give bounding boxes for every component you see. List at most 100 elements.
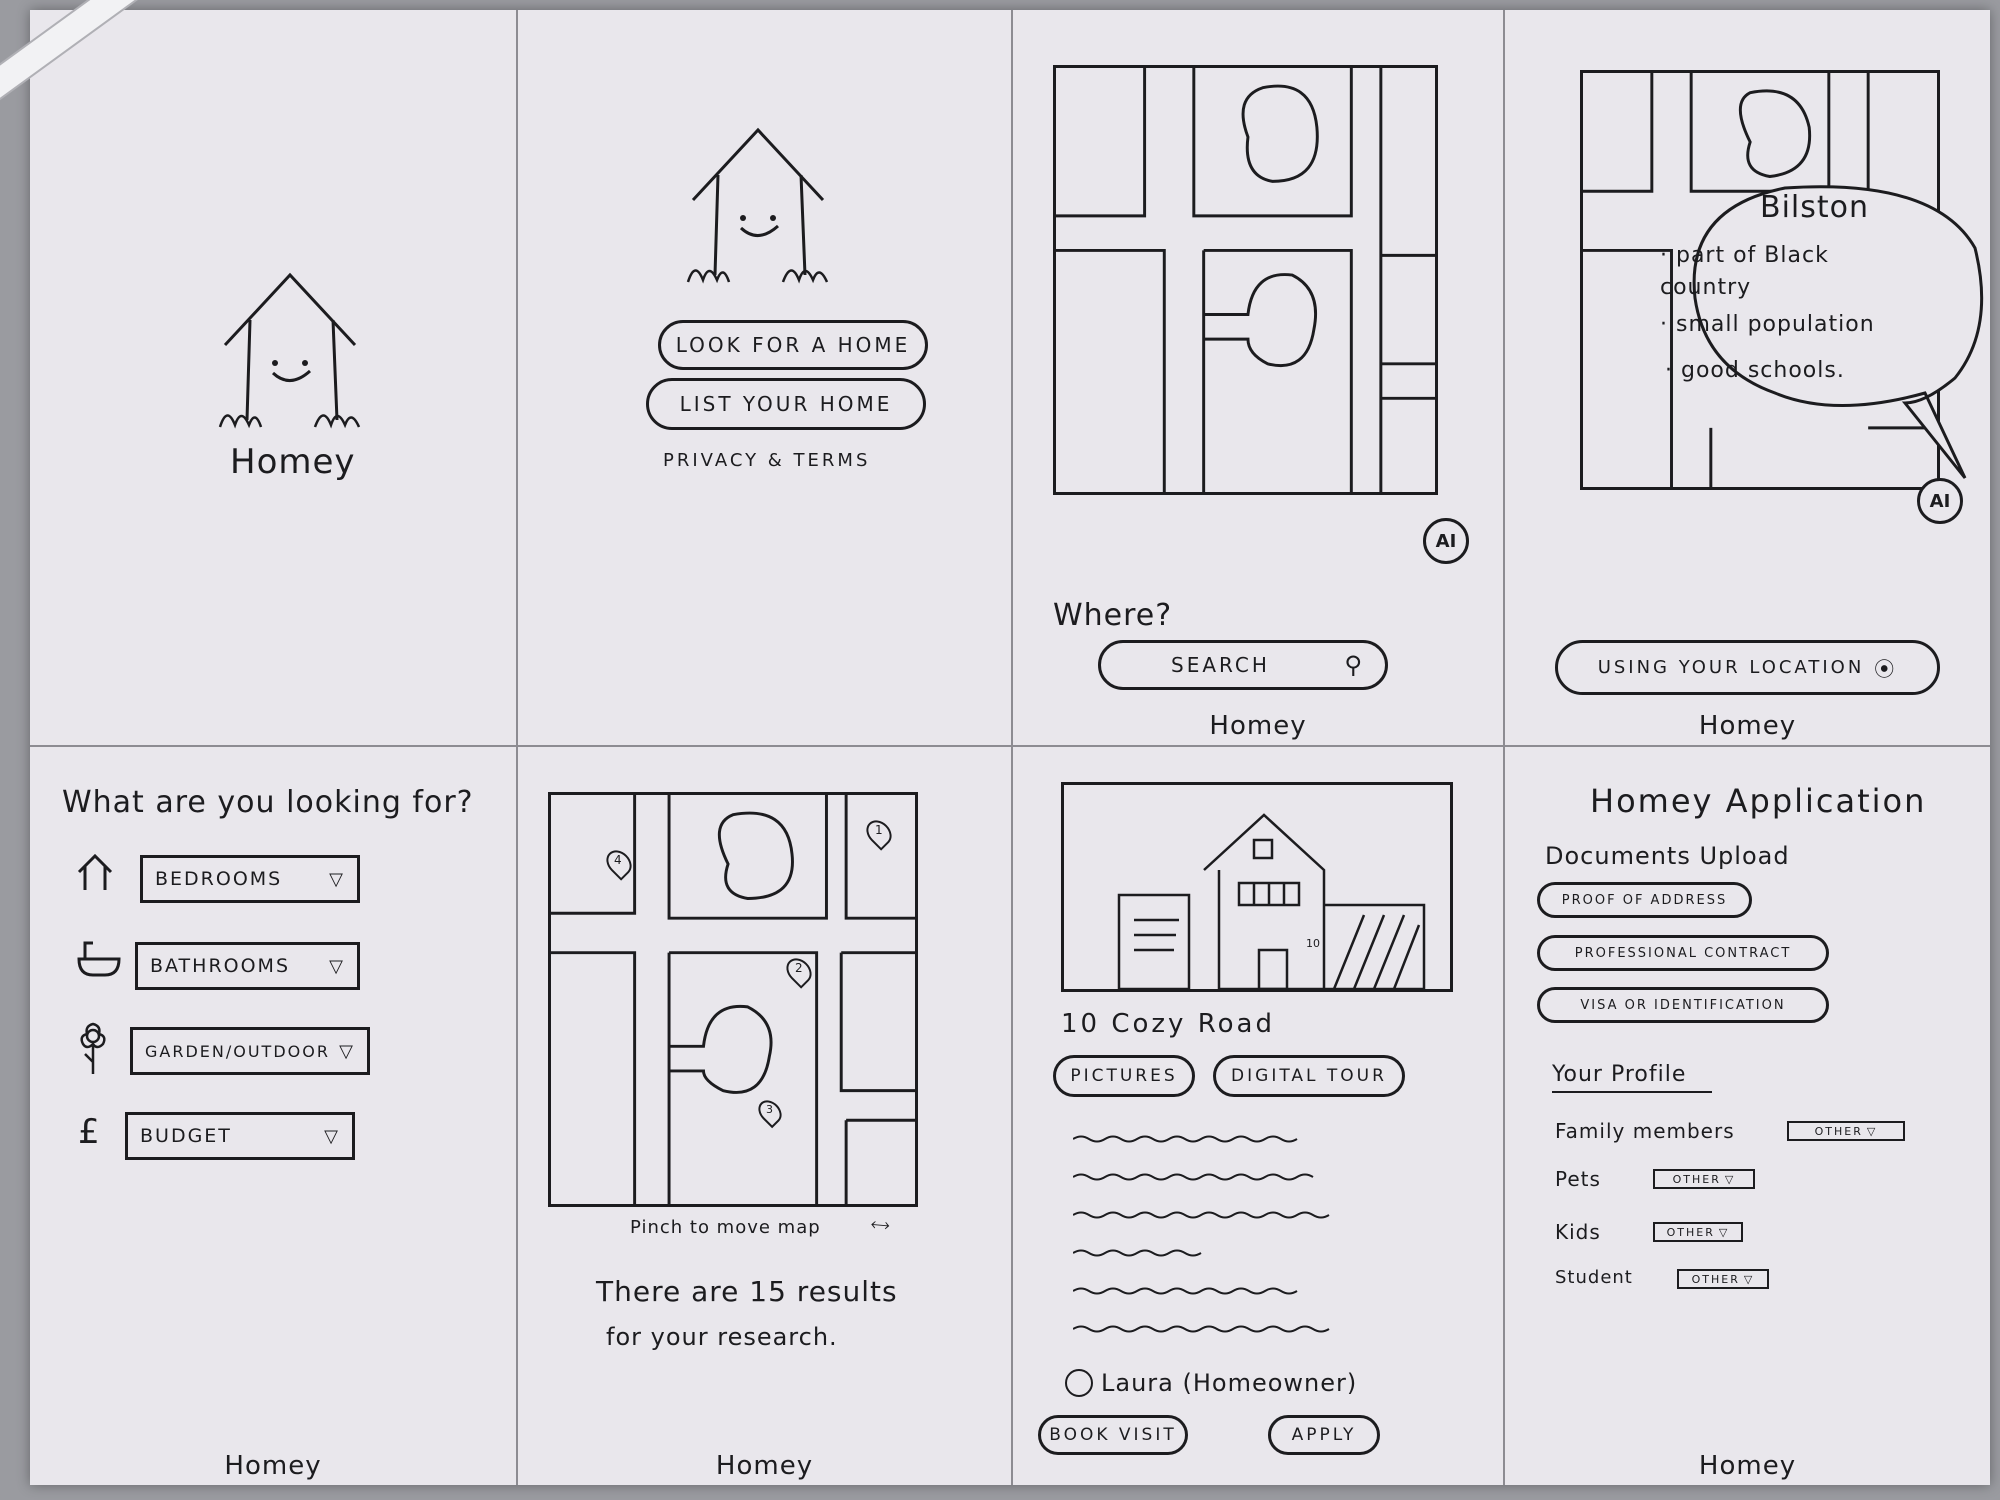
panel-footer-brand: Homey bbox=[1698, 711, 1797, 741]
panel-splash: Homey bbox=[30, 10, 518, 747]
profile-field-label: Kids bbox=[1555, 1220, 1601, 1244]
map-pin-label: 3 bbox=[766, 1103, 773, 1116]
results-count-line-2: for your research. bbox=[606, 1323, 838, 1351]
budget-dropdown[interactable]: BUDGET ▽ bbox=[125, 1112, 355, 1160]
house-illustration-icon bbox=[1117, 813, 1426, 991]
pinch-hint: Pinch to move map bbox=[630, 1217, 821, 1238]
ai-assistant-button[interactable]: AI bbox=[1917, 478, 1963, 524]
profile-field-label: Family members bbox=[1555, 1119, 1735, 1143]
bubble-point-2: · small population bbox=[1660, 312, 1875, 337]
digital-tour-button[interactable]: DIGITAL TOUR bbox=[1213, 1055, 1405, 1097]
description-text-placeholder bbox=[1073, 1211, 1330, 1219]
student-dropdown[interactable]: OTHER▽ bbox=[1677, 1269, 1769, 1289]
dropdown-label: BUDGET bbox=[140, 1125, 232, 1147]
panel-results-map: 4 1 2 3 Pinch to move map ⤡ There are 15… bbox=[518, 747, 1013, 1485]
pets-dropdown[interactable]: OTHER▽ bbox=[1653, 1169, 1755, 1189]
user-avatar-icon bbox=[1065, 1369, 1093, 1397]
kids-dropdown[interactable]: OTHER▽ bbox=[1653, 1222, 1743, 1242]
application-title: Homey Application bbox=[1590, 782, 1927, 820]
apply-button[interactable]: APPLY bbox=[1268, 1415, 1380, 1455]
search-input[interactable]: SEARCH ⚲ bbox=[1098, 640, 1388, 690]
dropdown-label: GARDEN/OUTDOOR bbox=[145, 1041, 330, 1061]
search-map[interactable] bbox=[1053, 65, 1438, 495]
marker-pen-icon bbox=[0, 0, 173, 105]
panel-footer-brand: Homey bbox=[224, 1451, 322, 1481]
bubble-title: Bilston bbox=[1760, 190, 1870, 225]
homey-logo-icon bbox=[218, 272, 361, 429]
dropdown-arrow-icon: ▽ bbox=[1724, 1172, 1736, 1186]
profile-heading: Your Profile bbox=[1552, 1062, 1712, 1093]
description-text-placeholder bbox=[1073, 1173, 1314, 1181]
privacy-terms-link[interactable]: PRIVACY & TERMS bbox=[663, 450, 871, 471]
ai-speech-bubble bbox=[1692, 185, 1984, 479]
panel-search-map: AI Where? SEARCH ⚲ Homey bbox=[1013, 10, 1505, 747]
dropdown-arrow-icon: ▽ bbox=[1718, 1225, 1730, 1239]
profile-field-label: Pets bbox=[1555, 1167, 1601, 1191]
pound-icon: £ bbox=[78, 1112, 100, 1152]
pictures-button[interactable]: PICTURES bbox=[1053, 1055, 1195, 1097]
look-for-home-button[interactable]: LOOK FOR A HOME bbox=[658, 320, 928, 370]
where-label: Where? bbox=[1053, 598, 1173, 633]
splash-brand: Homey bbox=[230, 442, 356, 482]
homey-logo-icon bbox=[686, 127, 829, 284]
dropdown-value: OTHER bbox=[1814, 1124, 1863, 1138]
family-members-dropdown[interactable]: OTHER▽ bbox=[1787, 1121, 1905, 1141]
upload-visa-identification-button[interactable]: VISA OR IDENTIFICATION bbox=[1537, 987, 1829, 1023]
bubble-point-1: · part of Black country bbox=[1660, 243, 1829, 300]
bedrooms-dropdown[interactable]: BEDROOMS ▽ bbox=[140, 855, 360, 903]
dropdown-arrow-icon: ▽ bbox=[1743, 1272, 1755, 1286]
search-icon: ⚲ bbox=[1344, 651, 1365, 679]
dropdown-value: OTHER bbox=[1672, 1172, 1721, 1186]
upload-professional-contract-button[interactable]: PROFESSIONAL CONTRACT bbox=[1537, 935, 1829, 971]
panel-listing: 10 10 Cozy Road PICTURES DIGITAL TOUR La… bbox=[1013, 747, 1505, 1485]
description-text-placeholder bbox=[1073, 1287, 1298, 1295]
dropdown-label: BEDROOMS bbox=[155, 868, 283, 890]
dropdown-arrow-icon: ▽ bbox=[329, 868, 345, 890]
map-pin-label: 2 bbox=[795, 961, 803, 975]
dropdown-arrow-icon: ▽ bbox=[329, 955, 345, 977]
description-text-placeholder bbox=[1073, 1249, 1202, 1257]
bubble-point-3: · good schools. bbox=[1665, 358, 1845, 383]
panel-location-map: Bilston · part of Black country · small … bbox=[1505, 10, 1990, 747]
panel-welcome: LOOK FOR A HOME LIST YOUR HOME PRIVACY &… bbox=[518, 10, 1013, 747]
dropdown-value: OTHER bbox=[1666, 1225, 1715, 1239]
profile-field-label: Student bbox=[1555, 1267, 1633, 1288]
using-location-button[interactable]: USING YOUR LOCATION ⦿ bbox=[1555, 640, 1940, 695]
dropdown-arrow-icon: ▽ bbox=[324, 1125, 340, 1147]
panel-footer-brand: Homey bbox=[1209, 711, 1307, 741]
dropdown-arrow-icon: ▽ bbox=[1866, 1124, 1878, 1138]
panel-footer-brand: Homey bbox=[1698, 1451, 1797, 1481]
listing-address: 10 Cozy Road bbox=[1061, 1009, 1275, 1039]
results-count-line-1: There are 15 results bbox=[596, 1275, 898, 1308]
garden-outdoor-dropdown[interactable]: GARDEN/OUTDOOR ▽ bbox=[130, 1027, 370, 1075]
panel-footer-brand: Homey bbox=[715, 1451, 814, 1481]
flower-icon bbox=[80, 1022, 106, 1074]
ai-assistant-button[interactable]: AI bbox=[1423, 518, 1469, 564]
list-your-home-button[interactable]: LIST YOUR HOME bbox=[646, 378, 926, 430]
documents-heading: Documents Upload bbox=[1545, 842, 1790, 870]
description-text-placeholder bbox=[1073, 1135, 1298, 1143]
upload-proof-of-address-button[interactable]: PROOF OF ADDRESS bbox=[1537, 882, 1752, 918]
dropdown-arrow-icon: ▽ bbox=[339, 1040, 355, 1062]
pinch-gesture-icon: ⤡ bbox=[867, 1212, 893, 1239]
filters-question: What are you looking for? bbox=[62, 785, 474, 820]
panel-application: Homey Application Documents Upload PROOF… bbox=[1505, 747, 1990, 1485]
dropdown-value: OTHER bbox=[1691, 1272, 1740, 1286]
panel-filters: What are you looking for? BEDROOMS ▽ BATH… bbox=[30, 747, 518, 1485]
paper-prototype-sheet: Homey LOOK FOR A HOME LIST YOUR HOME PRI… bbox=[30, 10, 1990, 1485]
listing-photo[interactable] bbox=[1061, 782, 1453, 992]
map-pin-label: 4 bbox=[614, 853, 622, 867]
dropdown-label: BATHROOMS bbox=[150, 955, 291, 977]
bathrooms-dropdown[interactable]: BATHROOMS ▽ bbox=[135, 942, 360, 990]
book-visit-button[interactable]: BOOK VISIT bbox=[1038, 1415, 1188, 1455]
results-map[interactable] bbox=[548, 792, 918, 1207]
location-pin-icon: ⦿ bbox=[1874, 657, 1898, 681]
house-number: 10 bbox=[1306, 937, 1320, 950]
description-text-placeholder bbox=[1073, 1325, 1330, 1333]
using-location-label: USING YOUR LOCATION bbox=[1597, 657, 1865, 678]
homeowner-name: Laura (Homeowner) bbox=[1101, 1369, 1358, 1397]
search-placeholder: SEARCH bbox=[1171, 653, 1270, 677]
map-pin-label: 1 bbox=[875, 823, 883, 837]
house-icon bbox=[77, 853, 113, 890]
bathtub-icon bbox=[77, 941, 121, 977]
